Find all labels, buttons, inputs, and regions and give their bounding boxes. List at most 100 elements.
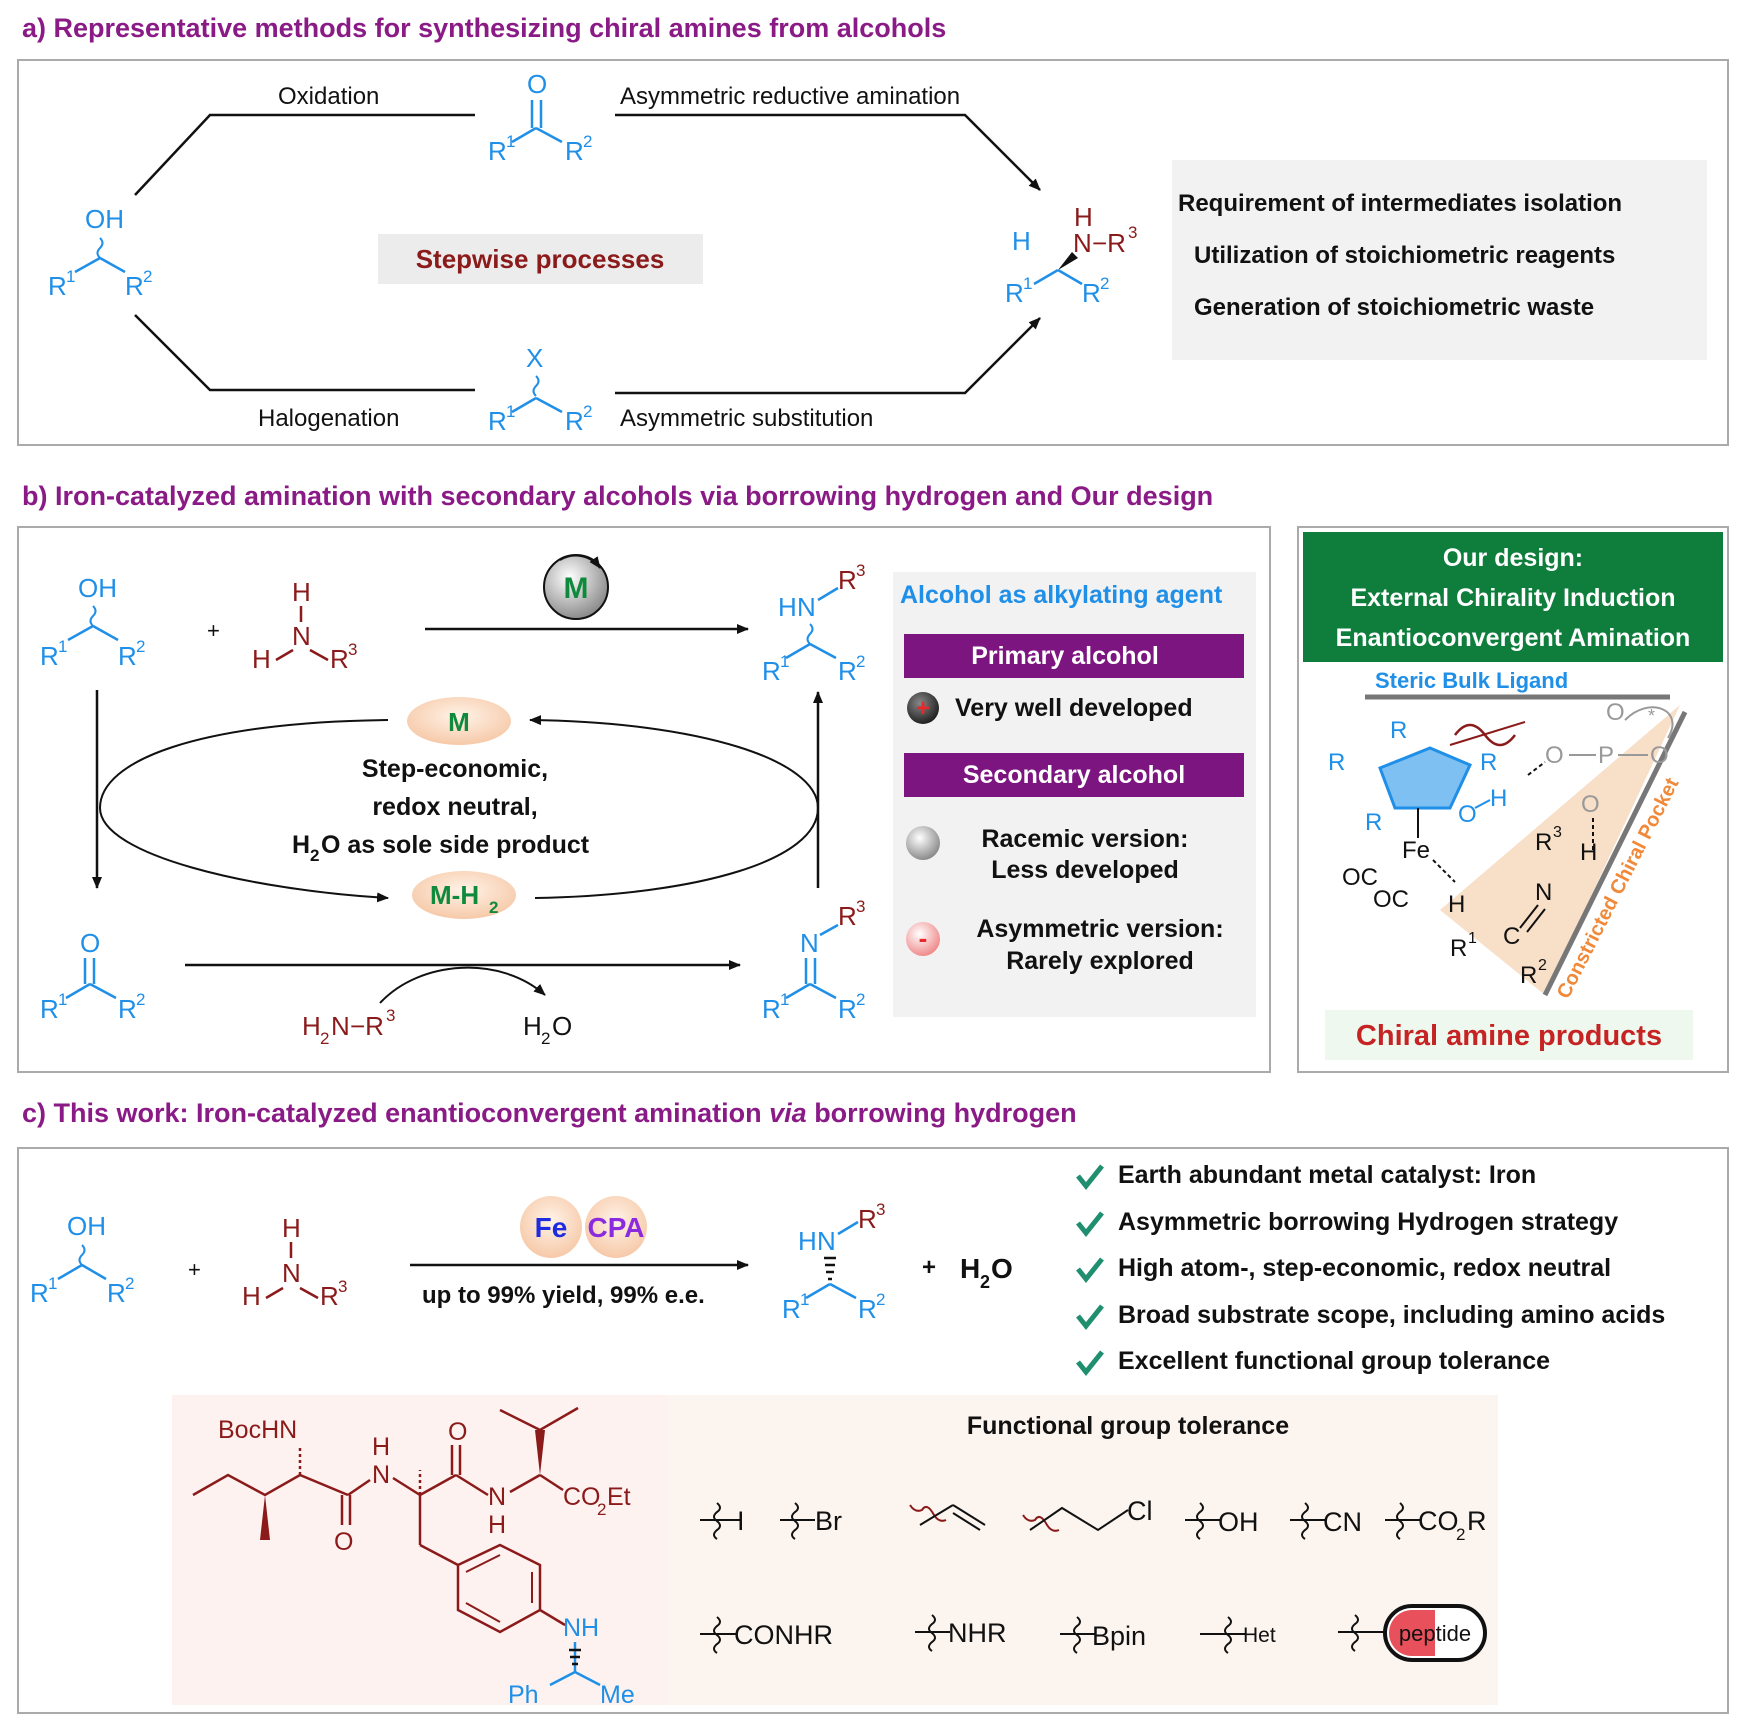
fg-label: Het	[1243, 1624, 1276, 1647]
bond	[511, 126, 537, 144]
r1-sup: 1	[780, 652, 789, 671]
bond	[1057, 268, 1083, 286]
substitution-arrow	[615, 317, 1041, 395]
r1-label: R	[30, 1278, 49, 1308]
n-label: N	[1073, 228, 1092, 258]
fg-ester: CO 2 R	[1385, 1502, 1487, 1544]
squiggle-icon	[1224, 1616, 1232, 1654]
hash-bond	[824, 1256, 836, 1281]
bond	[419, 1473, 457, 1497]
r2-label: R	[565, 136, 584, 166]
r1-sup: 1	[66, 267, 75, 286]
squiggle-icon	[1301, 1502, 1309, 1540]
wavy-bond	[89, 605, 97, 627]
p-o-bottom: O	[1581, 791, 1600, 818]
fg-label: OH	[1218, 1507, 1259, 1537]
r3-label: R	[838, 901, 857, 931]
condensation-arrow	[379, 966, 546, 1004]
chiral-pocket-shape	[1440, 705, 1680, 995]
racemic-line-2: Less developed	[991, 856, 1179, 884]
steric-label: Steric Bulk Ligand	[1375, 668, 1568, 693]
feature-list: Earth abundant metal catalyst: Iron Asym…	[1076, 1161, 1665, 1377]
h2o-sub: 2	[980, 1272, 990, 1292]
mh2-sub: 2	[489, 898, 498, 917]
fg-label: Cl	[1127, 1496, 1153, 1526]
r2-label: R	[118, 641, 137, 671]
alcohol-c: OH R 1 R 2	[30, 1211, 134, 1308]
primary-box	[904, 634, 1244, 678]
bond	[535, 126, 563, 144]
feature-text: Excellent functional group tolerance	[1118, 1347, 1550, 1375]
product-amine-b: H N R 3 R 1 R 2	[762, 561, 865, 686]
bond	[829, 1282, 857, 1300]
design-line-2: External Chirality Induction	[1350, 584, 1675, 612]
mh2-oval	[412, 871, 516, 919]
bond	[74, 256, 101, 274]
bond	[265, 1286, 284, 1300]
plus-sign: +	[188, 1257, 201, 1282]
h-label: H	[282, 1213, 301, 1243]
bond	[809, 982, 837, 1000]
halogenation-line	[134, 314, 475, 392]
iminium-r2: R	[1520, 962, 1537, 989]
fg-peptide: peptide	[1338, 1604, 1487, 1662]
cp-r-right: R	[1480, 749, 1497, 776]
bond	[99, 256, 126, 274]
alcohol-a: OH R 1 R 2	[48, 204, 152, 301]
r2-sup: 2	[136, 990, 145, 1009]
o-label: O	[527, 69, 547, 99]
bond	[275, 648, 294, 662]
binaphthyl-bridge	[1624, 706, 1674, 739]
cycle-line-1: Step-economic,	[362, 755, 548, 783]
h-label: H	[242, 1281, 261, 1311]
feature-item: Excellent functional group tolerance	[1076, 1347, 1550, 1377]
h2n-n: N	[331, 1011, 350, 1041]
fg-alkene	[909, 1504, 986, 1531]
cycle-line-3-rest: O as sole side product	[321, 831, 590, 859]
design-line-3: Enantioconvergent Amination	[1336, 624, 1691, 652]
o-label: O	[448, 1418, 467, 1446]
plus-sign: +	[207, 618, 220, 643]
p-o-right: O	[1650, 742, 1669, 769]
minus-ball	[906, 922, 940, 956]
n-label: N	[488, 1483, 506, 1511]
r2-label: R	[838, 656, 857, 686]
wedge-bond	[1058, 252, 1078, 270]
squiggle-icon	[1022, 1514, 1060, 1532]
squiggle-icon	[1396, 1502, 1404, 1540]
bond	[574, 1670, 601, 1687]
cycle-left-arc	[98, 719, 389, 903]
h-label: H	[798, 1226, 817, 1256]
iminium-c: C	[1503, 923, 1520, 950]
asym-line-2: Rarely explored	[1006, 947, 1194, 975]
chiral-products-box	[1325, 1010, 1693, 1060]
bochn-label: BocHN	[218, 1416, 297, 1444]
pill-half	[1389, 1610, 1435, 1656]
nh-h-label: H	[1074, 202, 1093, 232]
bond	[89, 982, 117, 1000]
plus-sign-2: +	[922, 1254, 936, 1281]
n-label: N	[292, 621, 311, 651]
h-bond	[1527, 761, 1546, 776]
aromatic-bond	[465, 1554, 501, 1573]
fg-label: I	[737, 1506, 745, 1536]
oc-1: OC	[1342, 864, 1378, 891]
stepwise-box	[378, 234, 703, 284]
fe-catalyst-label: Fe	[535, 1212, 568, 1243]
feature-item: Earth abundant metal catalyst: Iron	[1076, 1161, 1536, 1191]
racemic-ball	[906, 826, 940, 860]
bond	[57, 1263, 83, 1281]
squiggle-icon	[928, 1614, 936, 1652]
r3-label: R	[858, 1204, 877, 1234]
plus-mark: +	[916, 695, 930, 722]
cp-o: O	[1458, 801, 1477, 828]
red-amination-label: Asymmetric reductive amination	[620, 83, 960, 110]
fe-catalyst-ball	[520, 1196, 582, 1258]
p-star: *	[1648, 706, 1655, 726]
title-via: via	[769, 1098, 807, 1128]
r1-label: R	[488, 136, 507, 166]
oh-label: OH	[67, 1211, 106, 1241]
r2-label: R	[838, 994, 857, 1024]
h2n-sub: 2	[320, 1029, 329, 1048]
